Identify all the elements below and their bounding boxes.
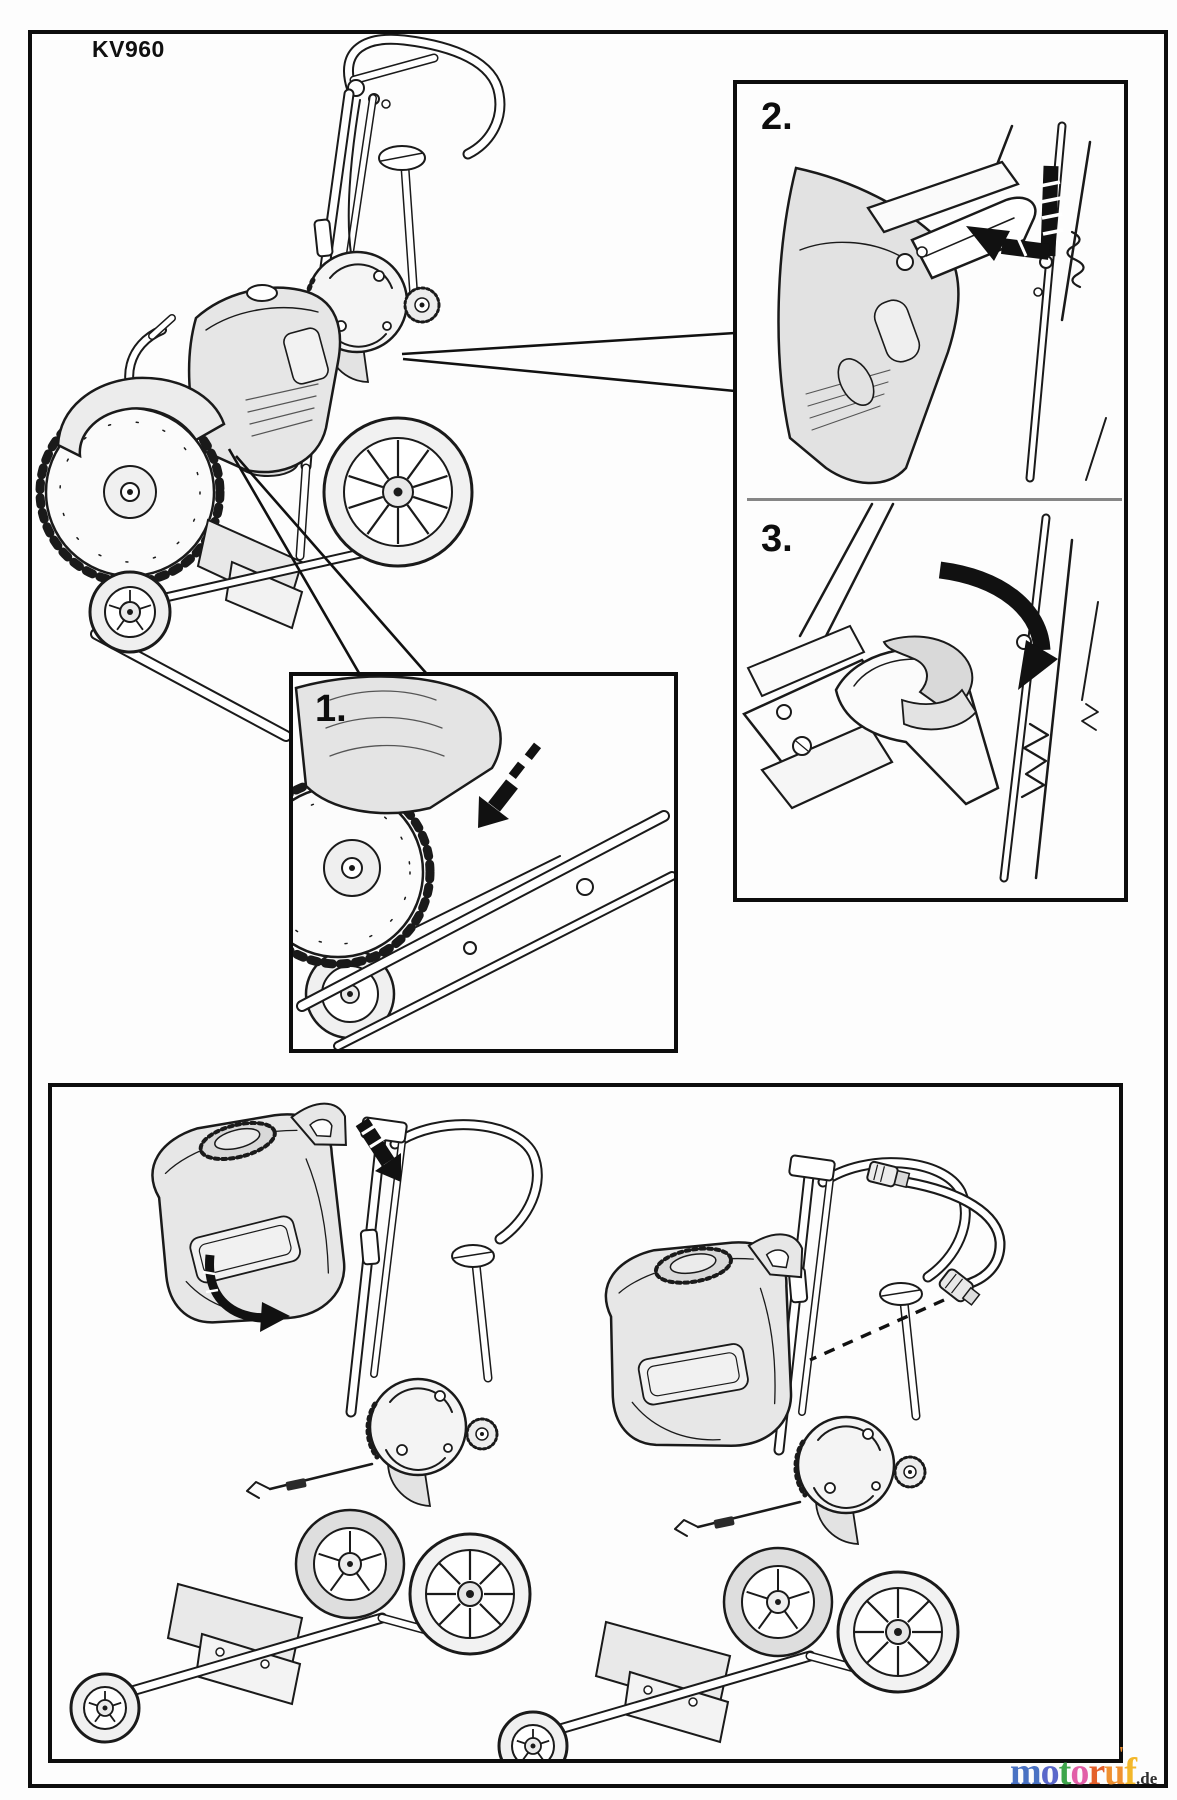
hose-coupling-bottom xyxy=(938,1268,981,1306)
depth-lever xyxy=(378,145,426,303)
model-label: KV960 xyxy=(92,36,165,62)
rotate-down-arrow xyxy=(938,561,1058,690)
step3-illustration xyxy=(742,502,1099,883)
logo-letter: f xyxy=(1124,1751,1137,1793)
section-divider xyxy=(747,498,1122,501)
tank-installation-figures xyxy=(71,1091,1006,1780)
swing-arrow xyxy=(202,1254,290,1332)
frame-closeup-3 xyxy=(798,502,1099,883)
motoruf-logo: motoruf.de ' xyxy=(1010,1743,1158,1794)
logo-tick: ' xyxy=(1118,1743,1124,1765)
step1-number: 1. xyxy=(315,688,347,730)
main-cart-illustration xyxy=(35,33,736,742)
power-cutter xyxy=(35,284,342,587)
step2-number: 2. xyxy=(761,96,793,138)
logo-letter: o xyxy=(1070,1751,1089,1793)
front-wheel xyxy=(88,570,172,654)
rear-wheel xyxy=(322,416,474,568)
logo-letter: m xyxy=(1010,1751,1042,1793)
callout-lines xyxy=(227,331,736,674)
latch-lever xyxy=(910,196,1037,280)
connection-dashed-line xyxy=(809,1298,945,1362)
step2-illustration xyxy=(777,121,1107,485)
guard-closeup xyxy=(294,676,502,815)
logo-letter: t xyxy=(1058,1751,1072,1793)
detail-box-steps-2-3: 2. 3. xyxy=(733,80,1128,902)
logo-letter: o xyxy=(1040,1751,1060,1793)
step1-illustration xyxy=(293,676,674,1049)
hose-coupling-top xyxy=(866,1160,911,1189)
detail-box-step-1: 1. xyxy=(289,672,678,1053)
insert-arrow xyxy=(478,742,542,828)
logo-letter: u xyxy=(1104,1751,1125,1793)
hook-in-arrow xyxy=(966,165,1064,261)
rail-closeup xyxy=(296,810,674,1049)
bottom-left-figure xyxy=(71,1091,537,1742)
blade-guard xyxy=(56,376,226,459)
logo-letter: r xyxy=(1088,1751,1105,1793)
step3-number: 3. xyxy=(761,518,793,560)
insert-down-arrow xyxy=(355,1117,401,1182)
logo-suffix: .de xyxy=(1135,1769,1158,1788)
bottom-right-figure xyxy=(499,1155,1006,1780)
tank-installation-box xyxy=(48,1083,1123,1763)
water-hose xyxy=(809,1160,1006,1362)
